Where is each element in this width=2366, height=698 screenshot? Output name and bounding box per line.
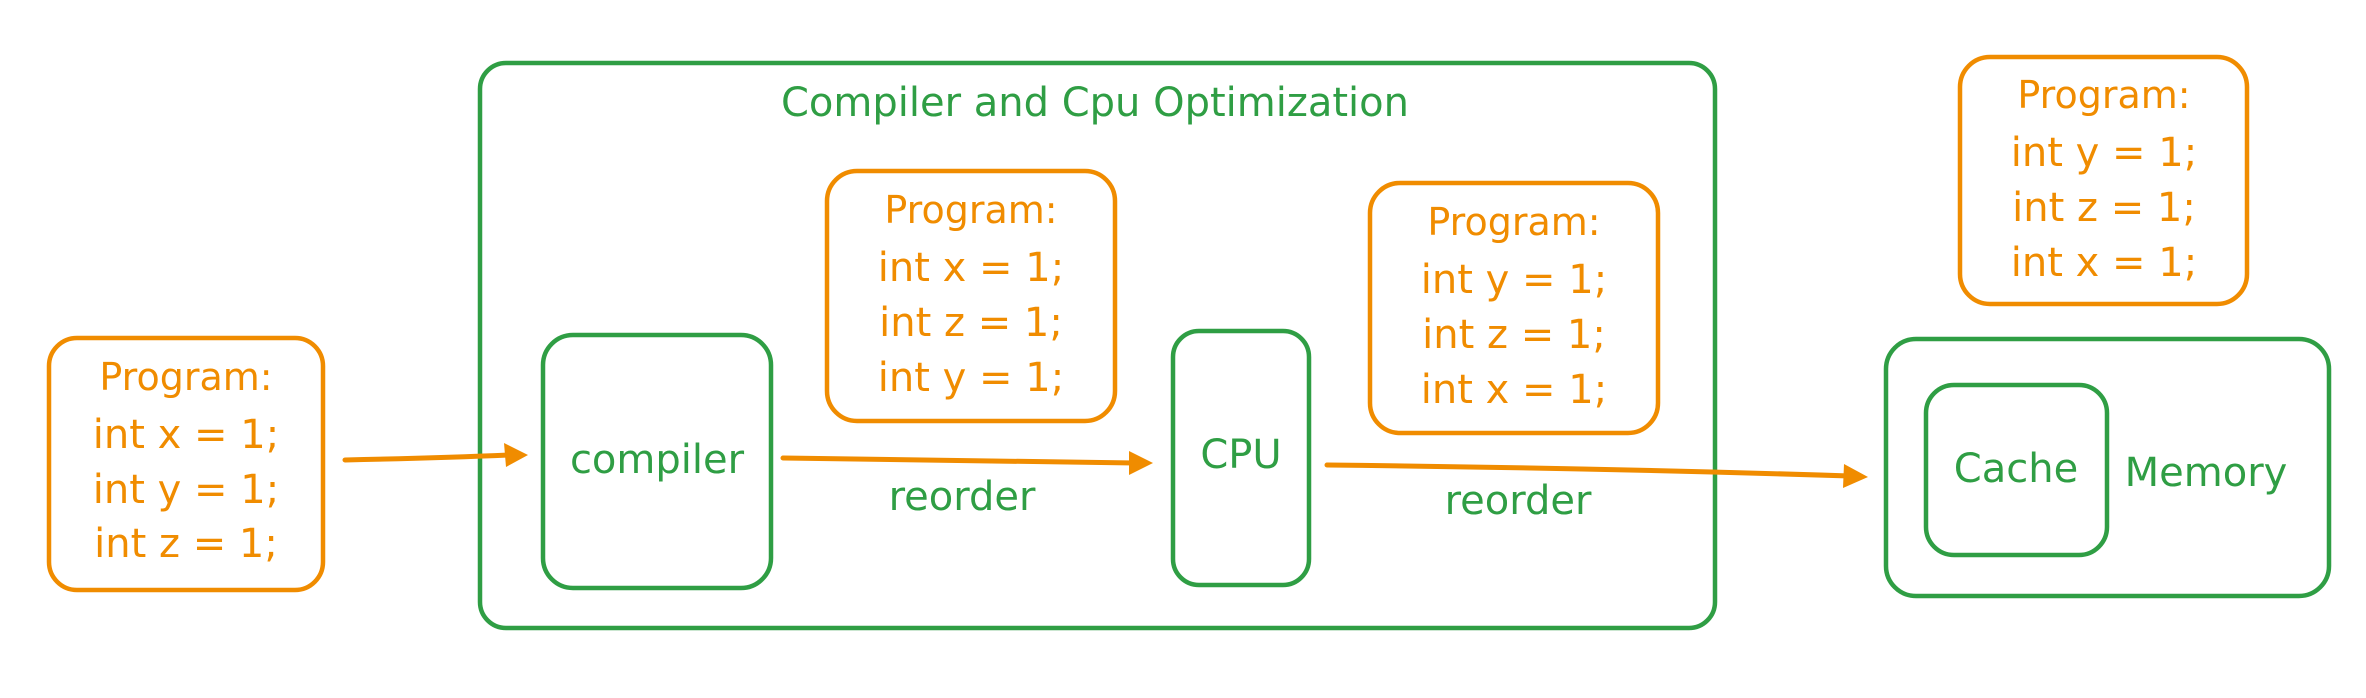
memory-box: [1883, 336, 2332, 599]
program-after-compiler-line: int z = 1;: [879, 300, 1063, 346]
program-source-line: int z = 1;: [94, 521, 278, 567]
program-in-memory: Program: int y = 1; int z = 1; int x = 1…: [1957, 54, 2250, 307]
program-after-compiler-box: [824, 168, 1118, 424]
program-after-compiler: Program: int x = 1; int z = 1; int y = 1…: [824, 168, 1118, 424]
program-after-cpu: Program: int y = 1; int z = 1; int x = 1…: [1367, 180, 1661, 436]
compiler-label: compiler: [570, 437, 745, 483]
cpu-node: CPU: [1170, 328, 1312, 588]
program-in-memory-box: [1957, 54, 2250, 307]
program-after-compiler-line: int y = 1;: [878, 355, 1064, 401]
arrowhead-icon: [504, 443, 528, 467]
memory-node: Cache Memory: [1883, 336, 2332, 599]
cpu-label: CPU: [1200, 432, 1281, 478]
program-after-cpu-box: [1367, 180, 1661, 436]
program-in-memory-line: int x = 1;: [2011, 240, 2197, 286]
program-after-compiler-line: int x = 1;: [878, 245, 1064, 291]
program-after-cpu-line: int y = 1;: [1421, 257, 1607, 303]
arrow-source-to-compiler: [342, 443, 528, 467]
edge-label-reorder: reorder: [889, 474, 1036, 520]
optimization-group-box: [477, 60, 1718, 631]
arrowhead-icon: [1129, 451, 1153, 475]
cache-label: Cache: [1954, 446, 2078, 492]
optimization-group-title: Compiler and Cpu Optimization: [781, 80, 1409, 126]
optimization-group: Compiler and Cpu Optimization: [477, 60, 1718, 631]
edge-label-reorder: reorder: [1445, 478, 1592, 524]
program-source-line: int x = 1;: [93, 412, 279, 458]
program-source-box: [46, 335, 326, 593]
memory-label: Memory: [2125, 450, 2288, 496]
program-in-memory-line: int y = 1;: [2011, 130, 2197, 176]
cache-box: [1923, 382, 2110, 558]
program-after-cpu-line: int z = 1;: [1422, 312, 1606, 358]
program-after-cpu-line: int x = 1;: [1421, 367, 1607, 413]
compiler-box: [540, 332, 774, 591]
program-in-memory-line: int z = 1;: [2012, 185, 2196, 231]
arrow-compiler-to-cpu: reorder: [780, 451, 1153, 520]
arrow-cpu-to-memory: reorder: [1324, 462, 1868, 524]
program-source-heading: Program:: [99, 355, 272, 399]
cpu-box: [1170, 328, 1312, 588]
program-after-cpu-heading: Program:: [1427, 200, 1600, 244]
program-source: Program: int x = 1; int y = 1; int z = 1…: [46, 335, 326, 593]
compiler-node: compiler: [540, 332, 774, 591]
program-after-compiler-heading: Program:: [884, 188, 1057, 232]
program-in-memory-heading: Program:: [2017, 73, 2190, 117]
program-source-line: int y = 1;: [93, 467, 279, 513]
arrowhead-icon: [1843, 464, 1868, 488]
